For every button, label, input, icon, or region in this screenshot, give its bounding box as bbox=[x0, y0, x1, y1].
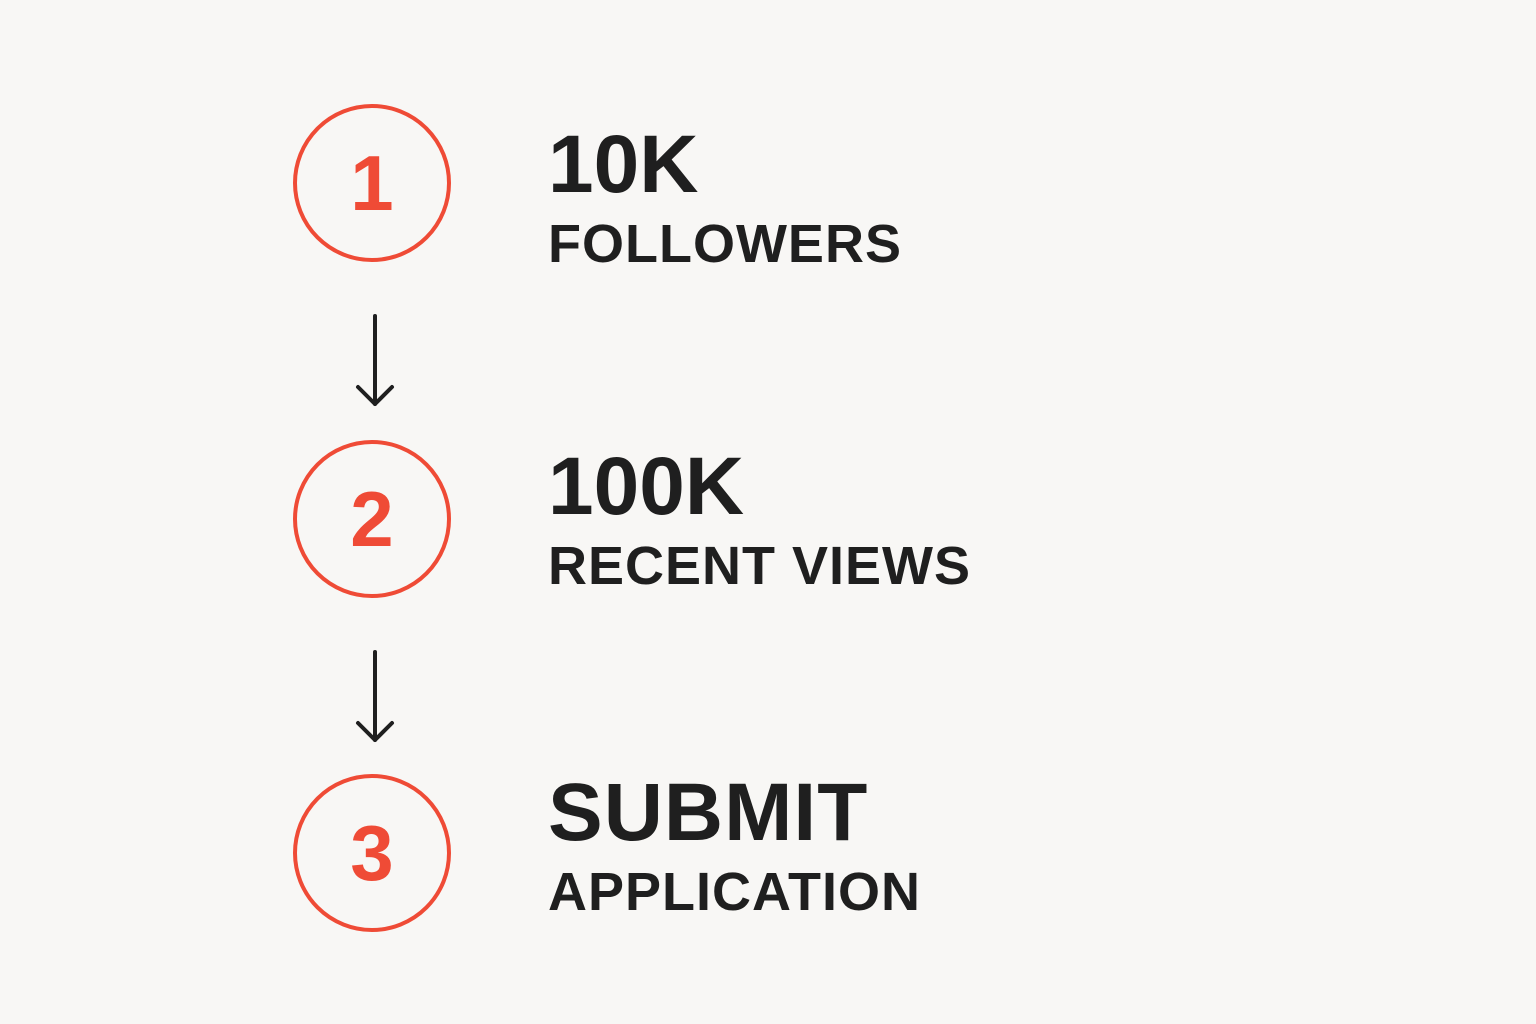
step-2-subline: RECENT VIEWS bbox=[548, 536, 972, 596]
step-1-number: 1 bbox=[350, 139, 394, 227]
step-2-text: 100K RECENT VIEWS bbox=[548, 440, 971, 596]
arrow-down-icon bbox=[356, 314, 394, 406]
step-3-text: SUBMIT APPLICATION bbox=[548, 766, 921, 922]
step-2-headline: 100K bbox=[548, 441, 745, 532]
step-3-number-circle: 3 bbox=[293, 774, 451, 932]
step-3-subline: APPLICATION bbox=[548, 862, 921, 922]
step-1-text: 10K FOLLOWERS bbox=[548, 118, 902, 274]
step-1-number-circle: 1 bbox=[293, 104, 451, 262]
step-1-headline: 10K bbox=[548, 119, 699, 210]
step-2-number: 2 bbox=[350, 475, 394, 563]
arrow-down-icon bbox=[356, 650, 394, 742]
step-1-subline: FOLLOWERS bbox=[548, 214, 902, 274]
step-3-number: 3 bbox=[350, 809, 394, 897]
step-2-number-circle: 2 bbox=[293, 440, 451, 598]
step-3-headline: SUBMIT bbox=[548, 767, 869, 858]
